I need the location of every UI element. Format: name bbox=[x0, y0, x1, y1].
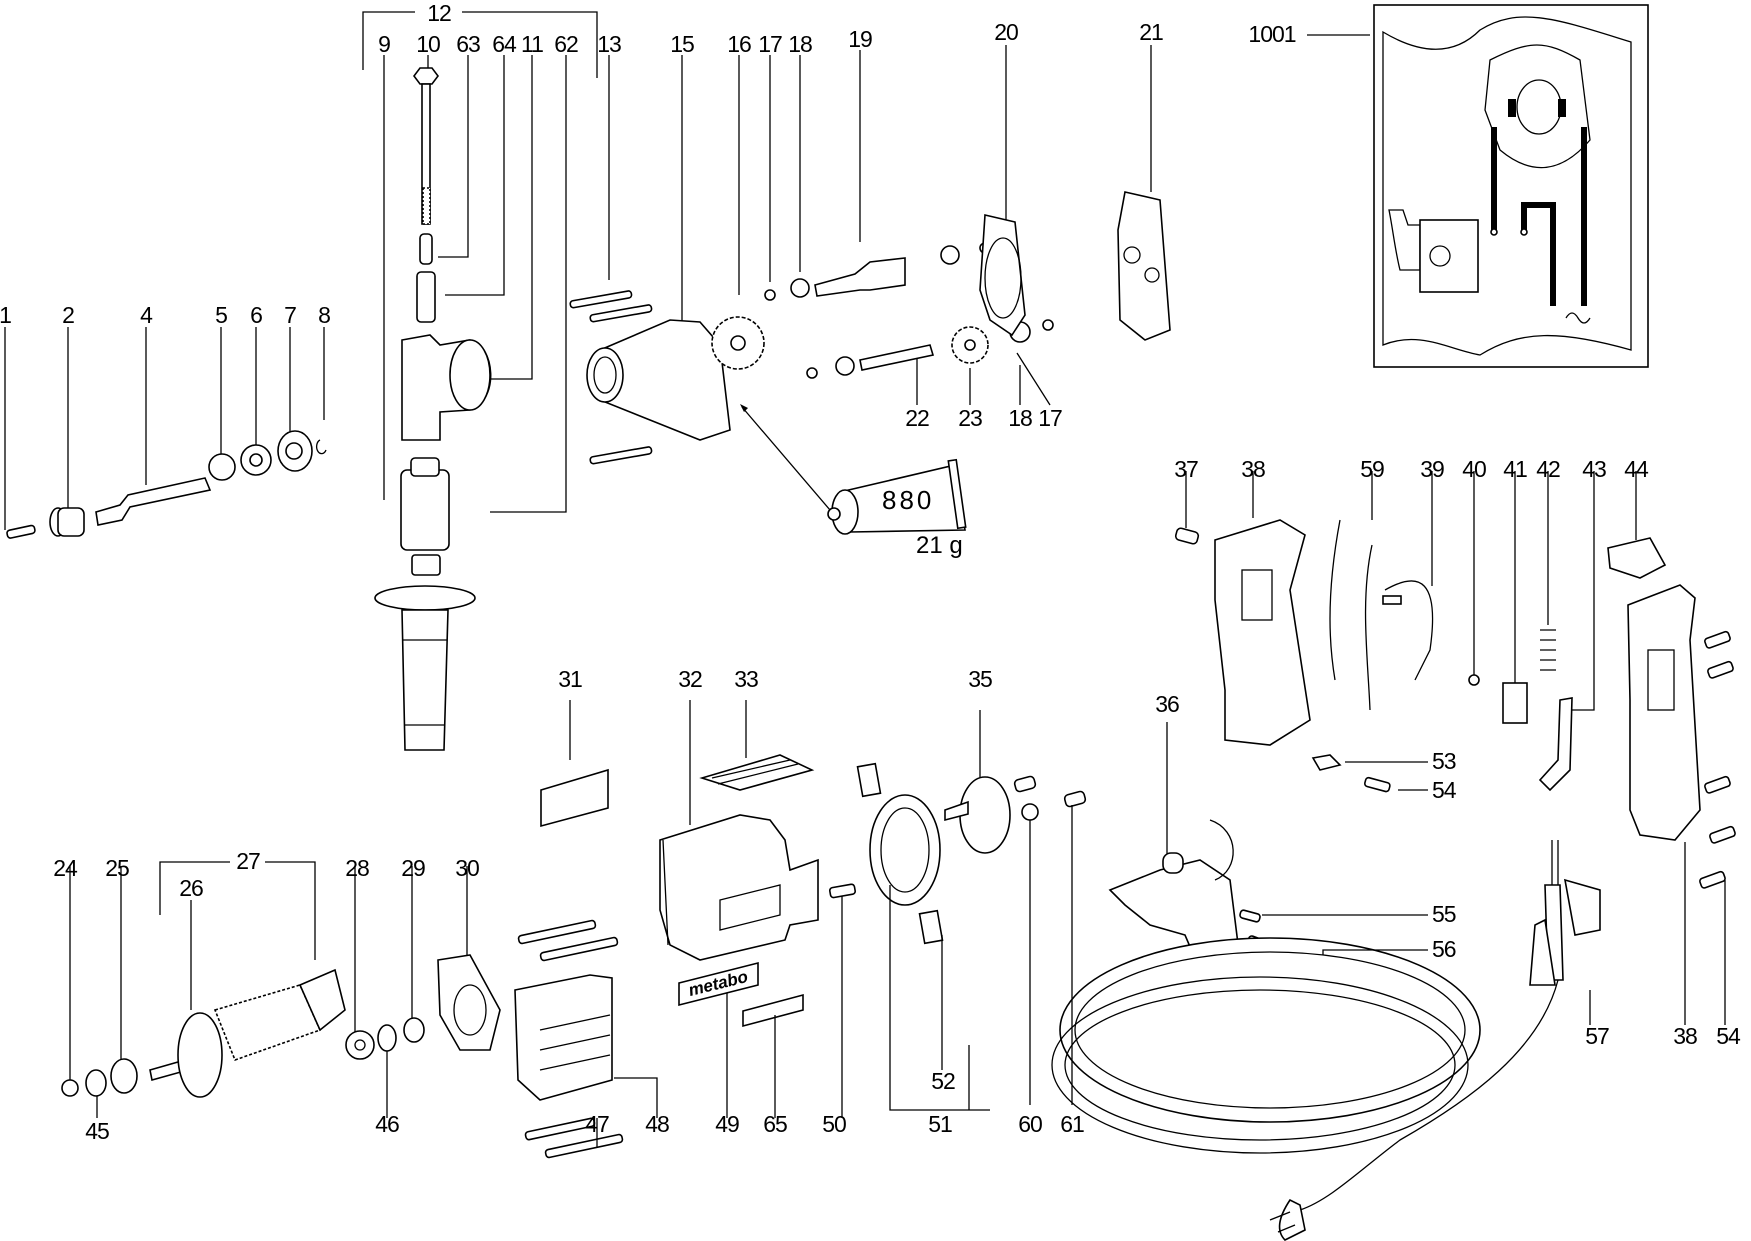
part-label-16: 16 bbox=[727, 31, 752, 57]
part-label-50: 50 bbox=[822, 1111, 847, 1137]
part-label-28: 28 bbox=[345, 855, 370, 881]
part-label-9: 9 bbox=[378, 31, 391, 57]
brush-holder-assembly bbox=[828, 710, 1087, 1118]
part-label-46: 46 bbox=[375, 1111, 400, 1137]
part-label-48: 48 bbox=[645, 1111, 670, 1137]
auxiliary-handle-column bbox=[374, 67, 492, 751]
part-label-23: 23 bbox=[958, 405, 983, 431]
part-label-26: 26 bbox=[179, 875, 204, 901]
part-label-22: 22 bbox=[905, 405, 930, 431]
part-label-5: 5 bbox=[215, 302, 228, 328]
part-label-4: 4 bbox=[140, 302, 153, 328]
power-cord bbox=[1051, 840, 1601, 1241]
gasket-and-cover bbox=[979, 191, 1171, 341]
part-label-12: 12 bbox=[427, 0, 452, 26]
grease-amount: 21 g bbox=[916, 532, 963, 559]
armature-assembly bbox=[61, 861, 501, 1118]
part-label-61: 61 bbox=[1060, 1111, 1085, 1137]
part-label-47: 47 bbox=[585, 1111, 610, 1137]
part-label-17-bottom: 17 bbox=[1038, 405, 1063, 431]
motor-housing bbox=[540, 700, 819, 1118]
part-label-19: 19 bbox=[848, 26, 873, 52]
part-label-38-bottom: 38 bbox=[1673, 1023, 1698, 1049]
part-label-44: 44 bbox=[1624, 456, 1649, 482]
part-label-1: 1 bbox=[0, 302, 12, 328]
part-label-31: 31 bbox=[558, 666, 583, 692]
part-label-2: 2 bbox=[62, 302, 75, 328]
part-label-39: 39 bbox=[1420, 456, 1445, 482]
part-label-36: 36 bbox=[1155, 691, 1180, 717]
stator-assembly bbox=[514, 919, 658, 1159]
part-label-65: 65 bbox=[763, 1111, 788, 1137]
part-label-25: 25 bbox=[105, 855, 130, 881]
part-label-35: 35 bbox=[968, 666, 993, 692]
rear-handle-right bbox=[1627, 584, 1736, 1025]
part-label-64: 64 bbox=[492, 31, 517, 57]
part-label-56: 56 bbox=[1432, 936, 1457, 962]
part-label-17-top: 17 bbox=[758, 31, 783, 57]
part-label-60: 60 bbox=[1018, 1111, 1043, 1137]
part-label-32: 32 bbox=[678, 666, 703, 692]
part-label-38-top: 38 bbox=[1241, 456, 1266, 482]
part-label-15: 15 bbox=[670, 31, 695, 57]
part-label-10: 10 bbox=[416, 31, 441, 57]
grease-tube-code: 880 bbox=[882, 485, 935, 515]
part-label-37: 37 bbox=[1174, 456, 1199, 482]
part-label-41: 41 bbox=[1503, 456, 1528, 482]
part-label-59: 59 bbox=[1360, 456, 1385, 482]
switch-assembly bbox=[1108, 722, 1428, 971]
part-label-51: 51 bbox=[928, 1111, 953, 1137]
gear-housing bbox=[569, 290, 731, 465]
part-label-54-bottom: 54 bbox=[1716, 1023, 1741, 1049]
part-label-29: 29 bbox=[401, 855, 426, 881]
spindle-assembly bbox=[6, 430, 327, 539]
part-label-42: 42 bbox=[1536, 456, 1561, 482]
part-label-18-bottom: 18 bbox=[1008, 405, 1033, 431]
part-label-27: 27 bbox=[236, 848, 261, 874]
group-bracket-12 bbox=[362, 11, 598, 78]
wiring-schematic bbox=[1373, 4, 1649, 368]
part-label-57: 57 bbox=[1585, 1023, 1610, 1049]
part-label-45: 45 bbox=[85, 1118, 110, 1144]
part-label-24: 24 bbox=[53, 855, 78, 881]
grease-tube bbox=[827, 458, 967, 535]
part-label-33: 33 bbox=[734, 666, 759, 692]
part-label-18-top: 18 bbox=[788, 31, 813, 57]
part-label-55: 55 bbox=[1432, 901, 1457, 927]
part-label-63: 63 bbox=[456, 31, 481, 57]
part-label-49: 49 bbox=[715, 1111, 740, 1137]
part-label-40: 40 bbox=[1462, 456, 1487, 482]
leader-lines-top bbox=[4, 34, 1370, 530]
part-label-6: 6 bbox=[250, 302, 263, 328]
rear-handle-left bbox=[1174, 471, 1667, 792]
part-label-11: 11 bbox=[521, 31, 544, 57]
part-label-20: 20 bbox=[994, 19, 1019, 45]
part-label-53: 53 bbox=[1432, 748, 1457, 774]
part-label-7: 7 bbox=[284, 302, 297, 328]
part-label-52: 52 bbox=[931, 1068, 956, 1094]
gear-train bbox=[711, 242, 1054, 379]
part-label-43: 43 bbox=[1582, 456, 1607, 482]
part-label-13: 13 bbox=[597, 31, 622, 57]
part-label-54-mid: 54 bbox=[1432, 777, 1457, 803]
part-label-62: 62 bbox=[554, 31, 579, 57]
part-label-8: 8 bbox=[318, 302, 331, 328]
part-label-1001: 1001 bbox=[1248, 21, 1296, 47]
part-label-21: 21 bbox=[1139, 19, 1164, 45]
part-label-30: 30 bbox=[455, 855, 480, 881]
